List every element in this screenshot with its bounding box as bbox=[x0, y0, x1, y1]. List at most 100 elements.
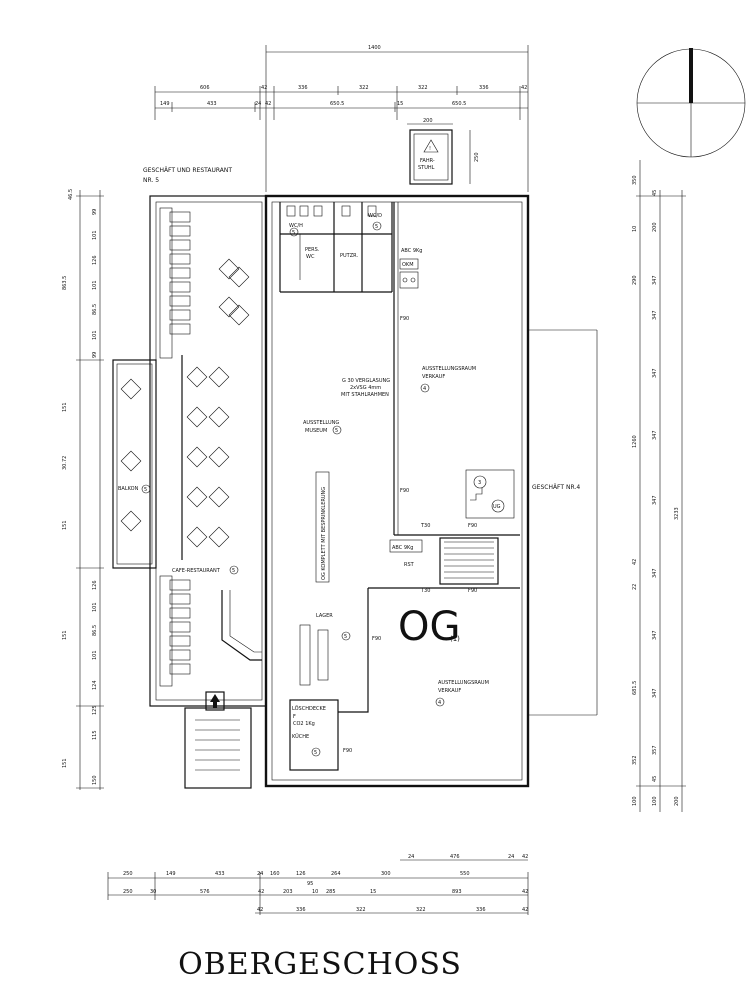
loeschdecke-label: LÖSCHDECKE bbox=[292, 705, 326, 712]
svg-text:347: 347 bbox=[652, 368, 658, 378]
dim-top-3: 336 bbox=[298, 85, 308, 91]
lager-label: LAGER bbox=[316, 613, 333, 619]
svg-text:681.5: 681.5 bbox=[632, 681, 638, 695]
svg-text:86.5: 86.5 bbox=[92, 625, 98, 636]
dim-top-1: 606 bbox=[200, 85, 210, 91]
verglasung-label-1: G 30 VERGLASUNG bbox=[342, 378, 390, 384]
dim-lift-depth: 250 bbox=[474, 152, 480, 162]
svg-text:95: 95 bbox=[307, 881, 313, 887]
svg-text:350: 350 bbox=[632, 175, 638, 185]
svg-text:5: 5 bbox=[335, 428, 338, 434]
svg-text:290: 290 bbox=[632, 275, 638, 285]
svg-text:45: 45 bbox=[652, 190, 658, 196]
svg-text:322: 322 bbox=[416, 907, 426, 913]
svg-text:30.72: 30.72 bbox=[62, 456, 68, 470]
svg-text:893: 893 bbox=[452, 889, 462, 895]
co2-extinguisher: CO2 1Kg bbox=[293, 721, 315, 727]
service-rooms: F90 LAGER 5 LÖSCHDECKE F CO2 1Kg KÜCHE 5… bbox=[289, 588, 381, 771]
svg-text:151: 151 bbox=[62, 402, 68, 412]
svg-text:5: 5 bbox=[314, 750, 317, 756]
svg-text:24: 24 bbox=[408, 854, 414, 860]
svg-text:285: 285 bbox=[326, 889, 336, 895]
floor-marker-index: (1) bbox=[450, 635, 460, 643]
svg-text:250: 250 bbox=[123, 871, 133, 877]
cafe-furniture bbox=[120, 207, 262, 687]
svg-text:42: 42 bbox=[522, 907, 528, 913]
right-wall-bracket bbox=[528, 329, 598, 716]
arrow-up-icon bbox=[210, 694, 220, 702]
svg-text:576: 576 bbox=[200, 889, 210, 895]
svg-text:250: 250 bbox=[123, 889, 133, 895]
dim-top-12: 650.5 bbox=[330, 101, 344, 107]
svg-text:101: 101 bbox=[92, 650, 98, 660]
putzr-label: PUTZR. bbox=[340, 253, 358, 259]
svg-text:F: F bbox=[293, 714, 296, 720]
svg-text:F90: F90 bbox=[372, 636, 381, 642]
dim-top-13: 15 bbox=[397, 101, 403, 107]
dim-top-11: 42 bbox=[265, 101, 271, 107]
svg-text:42: 42 bbox=[257, 907, 263, 913]
svg-text:100: 100 bbox=[652, 796, 658, 806]
shop5-label-2: NR. 5 bbox=[143, 177, 159, 184]
dim-top-total: 1400 bbox=[368, 45, 381, 51]
svg-text:24: 24 bbox=[257, 871, 263, 877]
svg-text:5: 5 bbox=[375, 224, 378, 230]
svg-text:5: 5 bbox=[344, 634, 347, 640]
okm-label: OKM bbox=[402, 262, 414, 268]
dim-top-9: 433 bbox=[207, 101, 217, 107]
floor-marker: OG bbox=[398, 604, 460, 650]
svg-text:347: 347 bbox=[652, 630, 658, 640]
sprinkler-note: OG KOMPLETT MIT BESPRINKLERUNG bbox=[321, 487, 327, 580]
cafe-label: CAFE-RESTAURANT bbox=[172, 568, 221, 574]
svg-text:336: 336 bbox=[296, 907, 306, 913]
top-dimensions: 1400 606 42 336 322 322 336 42 149 433 2… bbox=[154, 45, 529, 192]
svg-text:3: 3 bbox=[478, 480, 481, 486]
wc-h-label: WC/H bbox=[289, 223, 303, 229]
svg-text:5: 5 bbox=[292, 230, 295, 236]
svg-text:322: 322 bbox=[356, 907, 366, 913]
dim-right-total: 3233 bbox=[674, 507, 680, 520]
kueche-label: KÜCHE bbox=[292, 733, 309, 740]
svg-text:101: 101 bbox=[92, 230, 98, 240]
dim-top-6: 336 bbox=[479, 85, 489, 91]
building-walls bbox=[112, 194, 530, 789]
dim-top-4: 322 bbox=[359, 85, 369, 91]
svg-text:24: 24 bbox=[508, 854, 514, 860]
svg-text:5: 5 bbox=[232, 568, 235, 574]
wc-d-label: WC/D bbox=[368, 213, 382, 219]
verkauf1-label-1: AUSSTELLUNGSRAUM bbox=[422, 366, 476, 372]
pers-wc-label-1: PERS. bbox=[305, 247, 320, 253]
stair-core: T30 F90 T30 F90 ABC 9Kg RST bbox=[368, 523, 520, 594]
svg-text:4: 4 bbox=[423, 386, 426, 392]
abc-extinguisher-1: ABC 9Kg bbox=[401, 248, 422, 254]
svg-text:99: 99 bbox=[92, 352, 98, 358]
svg-text:F90: F90 bbox=[400, 316, 409, 322]
svg-text:124: 124 bbox=[92, 680, 98, 690]
lift-label-1: FAHR- bbox=[420, 158, 435, 164]
bottom-dimensions: 24 476 24 42 250 149 433 24 160 126 264 … bbox=[107, 854, 528, 915]
shop5-label-1: GESCHÄFT UND RESTAURANT bbox=[143, 167, 232, 174]
dim-lift-width: 200 bbox=[423, 118, 433, 124]
svg-text:357: 357 bbox=[652, 745, 658, 755]
svg-text:101: 101 bbox=[92, 280, 98, 290]
svg-text:126: 126 bbox=[92, 580, 98, 590]
svg-text:126: 126 bbox=[296, 871, 306, 877]
svg-text:863.5: 863.5 bbox=[62, 276, 68, 290]
verkauf1-label-2: VERKAUF bbox=[422, 374, 445, 380]
svg-text:15: 15 bbox=[370, 889, 376, 895]
svg-text:347: 347 bbox=[652, 495, 658, 505]
museum-label-2: MUSEUM bbox=[305, 428, 327, 434]
left-dimensions: 46.5 99 101 126 101 86.5 101 99 863.5 30… bbox=[62, 189, 104, 790]
svg-text:347: 347 bbox=[652, 275, 658, 285]
svg-text:10: 10 bbox=[312, 889, 318, 895]
svg-text:1260: 1260 bbox=[632, 435, 638, 448]
svg-text:433: 433 bbox=[215, 871, 225, 877]
svg-text:200: 200 bbox=[674, 796, 680, 806]
svg-text:151: 151 bbox=[62, 520, 68, 530]
svg-text:4: 4 bbox=[438, 700, 441, 706]
svg-text:F90: F90 bbox=[468, 588, 477, 594]
north-arrow-icon bbox=[636, 48, 746, 158]
dim-top-10: 24 bbox=[255, 101, 261, 107]
verglasung-label-2: 2xVSG 4mm bbox=[350, 385, 381, 391]
